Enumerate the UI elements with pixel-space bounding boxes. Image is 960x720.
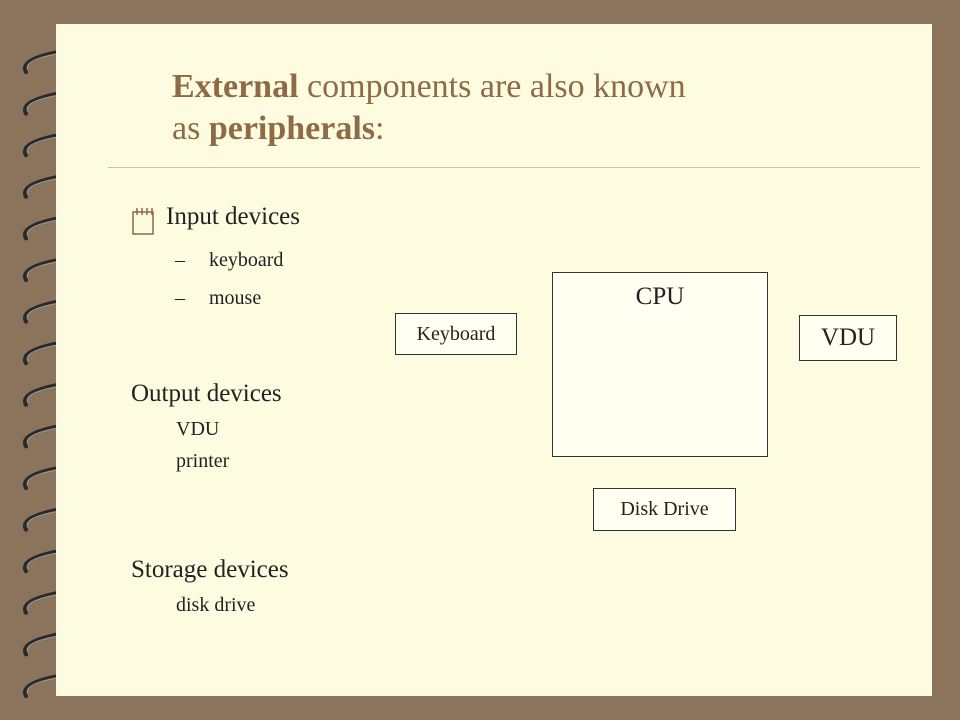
cpu-label: CPU: [635, 283, 685, 310]
keyboard-box: Keyboard: [395, 313, 517, 355]
title-text-as: as: [172, 110, 209, 147]
input-item-keyboard: keyboard: [209, 249, 284, 271]
title-text-mid: components are also known: [298, 68, 686, 105]
disk-drive-box: Disk Drive: [593, 488, 736, 531]
input-item-mouse: mouse: [209, 287, 262, 309]
output-item-printer: printer: [176, 450, 230, 472]
input-dash-1: –: [175, 249, 185, 271]
slide-page: [56, 24, 932, 696]
storage-devices-heading: Storage devices: [131, 556, 289, 583]
title-text-colon: :: [375, 110, 385, 147]
title-bold-external: External: [172, 68, 299, 105]
output-item-vdu: VDU: [176, 418, 220, 440]
input-dash-2: –: [175, 287, 185, 309]
slide-title: External components are also known as pe…: [172, 66, 872, 150]
title-divider: [108, 167, 920, 168]
notepad-bullet-icon: [132, 208, 154, 235]
storage-item-disk-drive: disk drive: [176, 594, 256, 616]
title-bold-peripherals: peripherals: [208, 110, 376, 147]
title-line-1: External components are also known: [172, 66, 872, 108]
title-line-2: as peripherals:: [172, 108, 872, 150]
vdu-box: VDU: [799, 315, 897, 361]
output-devices-heading: Output devices: [131, 380, 282, 407]
input-devices-heading: Input devices: [166, 203, 300, 230]
cpu-box: CPU: [552, 272, 768, 457]
